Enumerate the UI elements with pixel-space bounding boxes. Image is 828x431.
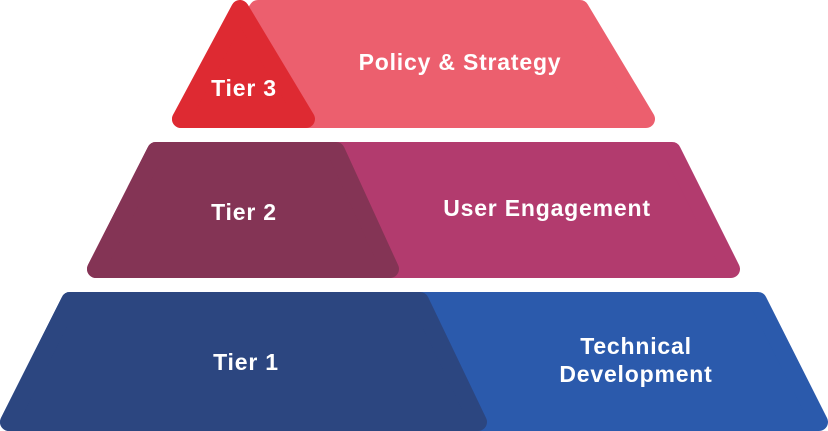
tier-1-title-line-1: Technical: [580, 333, 692, 359]
tier-3-inner-triangle: [172, 0, 315, 128]
tier-1-block: Tier 1 Technical Development: [0, 292, 828, 431]
tier-2-label: Tier 2: [211, 199, 277, 225]
tier-2-block: Tier 2 User Engagement: [87, 142, 740, 278]
tier-2-inner-shape: [87, 142, 399, 278]
tier-1-title-line-2: Development: [559, 361, 712, 387]
tier-3-block: Tier 3 Policy & Strategy: [172, 0, 655, 128]
tier-2-title: User Engagement: [443, 195, 651, 221]
tier-1-label: Tier 1: [213, 349, 279, 375]
tier-1-inner-shape: [0, 292, 487, 431]
tier-3-title: Policy & Strategy: [359, 49, 562, 75]
tier-3-label: Tier 3: [211, 75, 277, 101]
